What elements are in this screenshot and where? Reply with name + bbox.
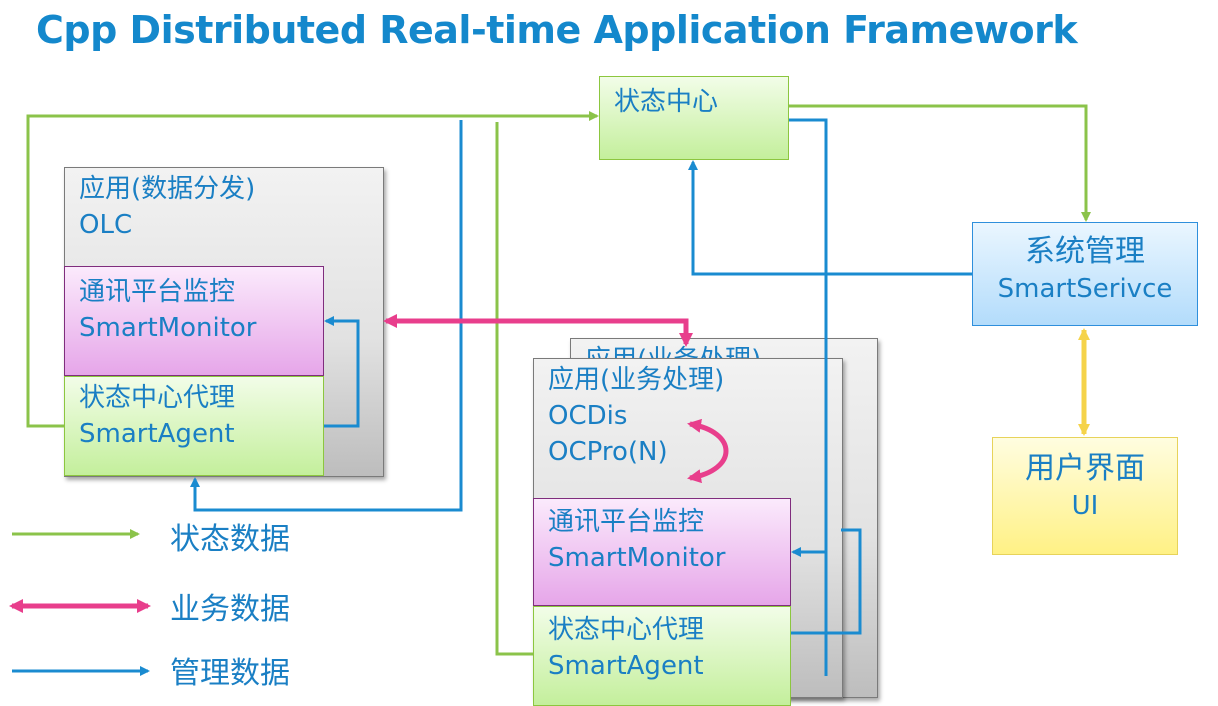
agent-name: SmartAgent xyxy=(79,418,235,449)
monitor-name: SmartMonitor xyxy=(548,542,726,573)
mgmt-flow-statecenter xyxy=(688,160,972,276)
user-interface-name: UI xyxy=(1071,491,1099,522)
legend-state-label: 状态数据 xyxy=(170,522,290,557)
state-center-label: 状态中心 xyxy=(614,87,719,117)
user-interface-box[interactable]: 用户界面 UI xyxy=(992,437,1178,555)
app-distribute-title: 应用(数据分发) xyxy=(79,174,256,204)
app-distribute-monitor-box[interactable]: 通讯平台监控 SmartMonitor xyxy=(64,266,324,376)
monitor-name: SmartMonitor xyxy=(79,312,257,343)
page-title: Cpp Distributed Real-time Application Fr… xyxy=(36,8,1078,52)
legend-management-label: 管理数据 xyxy=(170,656,290,691)
connector-lines xyxy=(9,104,1091,676)
business-flow xyxy=(383,314,693,347)
system-management-box[interactable]: 系统管理 SmartSerivce xyxy=(972,222,1198,326)
app-business-title: 应用(业务处理) xyxy=(548,365,725,395)
app-business-ocpro: OCPro(N) xyxy=(548,436,668,467)
app-business-monitor-box[interactable]: 通讯平台监控 SmartMonitor xyxy=(533,498,791,606)
mgmt-flow-business xyxy=(789,118,828,676)
system-management-title: 系统管理 xyxy=(1025,234,1145,269)
state-center-box[interactable]: 状态中心 xyxy=(599,76,789,160)
legend-business-label: 业务数据 xyxy=(170,592,290,627)
app-business-ocdis: OCDis xyxy=(548,400,628,431)
app-distribute-name: OLC xyxy=(79,209,133,240)
user-interface-title: 用户界面 xyxy=(1025,451,1145,486)
monitor-title: 通讯平台监控 xyxy=(79,277,236,307)
mgmt-loop-left xyxy=(324,316,360,428)
mgmt-flow-left-agent xyxy=(190,120,463,512)
app-distribute-agent-box[interactable]: 状态中心代理 SmartAgent xyxy=(64,376,324,476)
system-management-name: SmartSerivce xyxy=(997,274,1173,305)
state-flow-sysmgmt xyxy=(789,104,1091,222)
state-flow-left xyxy=(26,111,599,428)
monitor-title: 通讯平台监控 xyxy=(548,507,705,537)
agent-title: 状态中心代理 xyxy=(548,615,705,645)
business-flow-ocdis-ocpro xyxy=(687,418,729,484)
mgmt-loop-business xyxy=(791,528,862,635)
agent-title: 状态中心代理 xyxy=(79,383,236,413)
state-flow-business xyxy=(495,122,533,656)
